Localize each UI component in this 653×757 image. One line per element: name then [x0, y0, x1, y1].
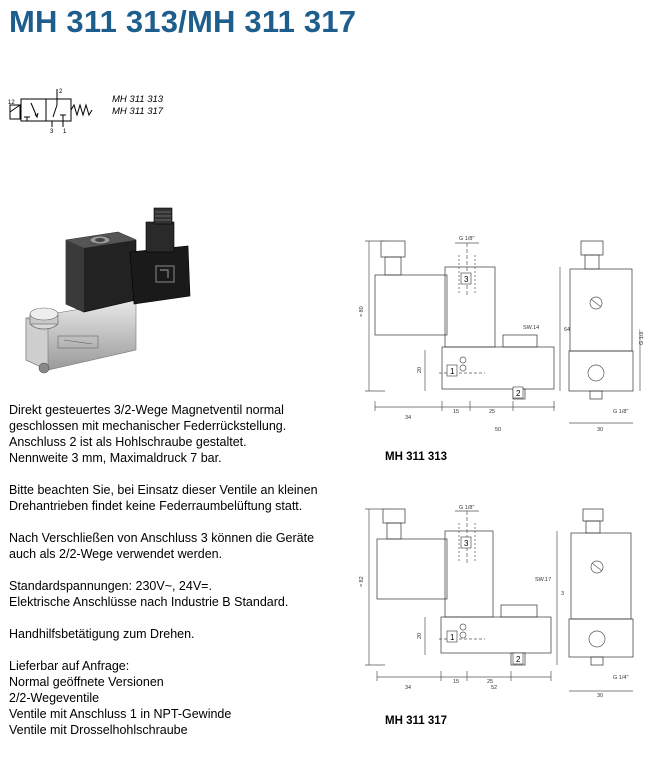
drawing-caption: MH 311 317 — [385, 715, 448, 727]
port-1-label: 1 — [450, 633, 455, 642]
product-photo — [25, 207, 191, 374]
description-paragraph: Lieferbar auf Anfrage: Normal geöffnete … — [9, 658, 359, 738]
description-line: geschlossen mit mechanischer Federrückst… — [9, 419, 287, 433]
dim-25: 25 — [487, 679, 493, 685]
page-title: MH 311 313/MH 311 317 — [9, 4, 357, 39]
dim-20: 20 — [417, 367, 423, 373]
dim-15: 15 — [453, 409, 459, 415]
port-1-label: 1 — [450, 367, 455, 376]
dim-thread-side: G 1/4" — [613, 675, 628, 681]
dim-25: 25 — [489, 409, 495, 415]
dim-30: 30 — [597, 427, 603, 433]
description-paragraph: Handhilfsbetätigung zum Drehen. — [9, 626, 359, 642]
dim-thread-top: G 1/8" — [459, 236, 474, 242]
dim-30: 30 — [597, 693, 603, 699]
description-line: Elektrische Anschlüsse nach Industrie B … — [9, 595, 289, 609]
dim-thread-top: G 1/8" — [459, 505, 474, 511]
port-2-label: 2 — [516, 389, 521, 398]
description-paragraph: Bitte beachten Sie, bei Einsatz dieser V… — [9, 482, 359, 514]
dim-thread-side: G 1/8" — [639, 330, 645, 345]
port-label-2: 2 — [59, 89, 63, 95]
description-line: Standardspannungen: 230V~, 24V=. — [9, 579, 212, 593]
description-line: Bitte beachten Sie, bei Einsatz dieser V… — [9, 483, 318, 497]
description-line: Handhilfsbetätigung zum Drehen. — [9, 627, 195, 641]
dim-34: 34 — [405, 415, 411, 421]
port-label-1: 1 — [63, 129, 67, 135]
description-line: 2/2-Wegeventile — [9, 691, 100, 705]
description-line: Lieferbar auf Anfrage: — [9, 659, 130, 673]
dim-3: 3 — [561, 591, 564, 597]
description-line: Drehantrieben findet keine Federraumbelü… — [9, 499, 303, 513]
model-item: MH 311 313 — [112, 94, 164, 105]
description-line: Nach Verschließen von Anschluss 3 können… — [9, 531, 315, 545]
description: Direkt gesteuertes 3/2-Wege Magnetventil… — [9, 402, 359, 738]
description-line: Ventile mit Anschluss 1 in NPT-Gewinde — [9, 707, 232, 721]
description-line: auch als 2/2-Wege verwendet werden. — [9, 547, 223, 561]
port-2-label: 2 — [516, 655, 521, 664]
dim-overall-height: ≈ 80 — [359, 306, 365, 317]
description-line: Direkt gesteuertes 3/2-Wege Magnetventil… — [9, 403, 284, 417]
dim-height: 64 — [564, 327, 570, 333]
valve-symbol: 12 2 3 1 — [8, 89, 93, 135]
drawing-caption: MH 311 313 — [385, 451, 448, 463]
dim-thread-bottom: G 1/8" — [613, 409, 628, 415]
description-paragraph: Standardspannungen: 230V~, 24V=. Elektri… — [9, 578, 359, 610]
port-label-3: 3 — [50, 129, 54, 135]
description-line: Nennweite 3 mm, Maximaldruck 7 bar. — [9, 451, 222, 465]
port-label-12: 12 — [8, 100, 15, 106]
dim-sw: SW.14 — [523, 325, 539, 331]
model-list: MH 311 313 MH 311 317 — [112, 94, 163, 118]
description-line: Normal geöffnete Versionen — [9, 675, 164, 689]
port-3-label: 3 — [464, 275, 469, 284]
description-paragraph: Nach Verschließen von Anschluss 3 können… — [9, 530, 359, 562]
dim-52: 52 — [491, 685, 497, 691]
technical-drawing-mh-311-317: ≈ 82 G 1/8" SW.17 3 20 34 15 25 52 G 1/4… — [359, 505, 634, 699]
dim-sw: SW.17 — [535, 577, 551, 583]
description-line: Anschluss 2 ist als Hohlschraube gestalt… — [9, 435, 247, 449]
description-paragraph: Direkt gesteuertes 3/2-Wege Magnetventil… — [9, 402, 359, 466]
dim-20: 20 — [417, 633, 423, 639]
dim-overall-height: ≈ 82 — [359, 576, 365, 587]
dim-15: 15 — [453, 679, 459, 685]
port-3-label: 3 — [464, 539, 469, 548]
model-item: MH 311 317 — [112, 106, 164, 117]
dim-50: 50 — [495, 427, 501, 433]
technical-drawing-mh-311-313: ≈ 80 G 1/8" SW.14 64 20 34 15 25 50 G 1/… — [359, 236, 645, 433]
description-line: Ventile mit Drosselhohlschraube — [9, 723, 188, 737]
dim-34: 34 — [405, 685, 411, 691]
